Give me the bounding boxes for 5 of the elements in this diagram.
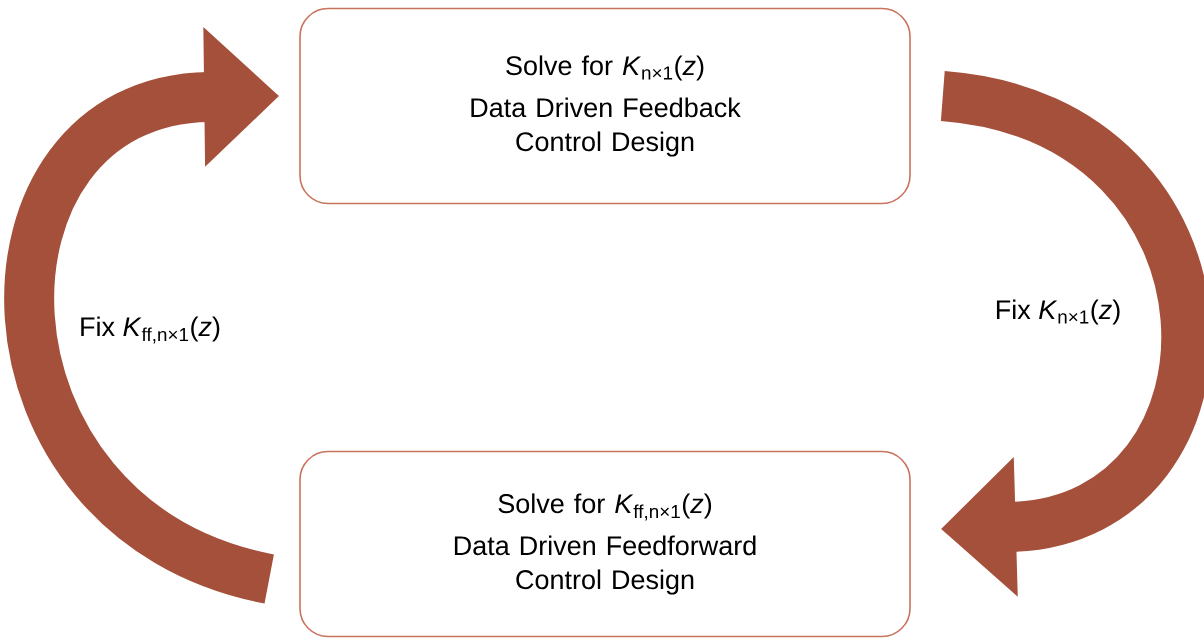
- curved-arrow: [938, 71, 1204, 597]
- edge-label: Fix K$_{n×1}$(z): [991, 296, 1125, 328]
- process-box: Solve for K$_{ff,n×1}$(z) Data Driven Feedforward Control Design: [299, 450, 911, 638]
- edge-label: Fix K$_{ff,n×1}$(z): [76, 313, 224, 347]
- process-box: Solve for K$_{n×1}$(z) Data Driven Feedback Control Design: [299, 7, 911, 205]
